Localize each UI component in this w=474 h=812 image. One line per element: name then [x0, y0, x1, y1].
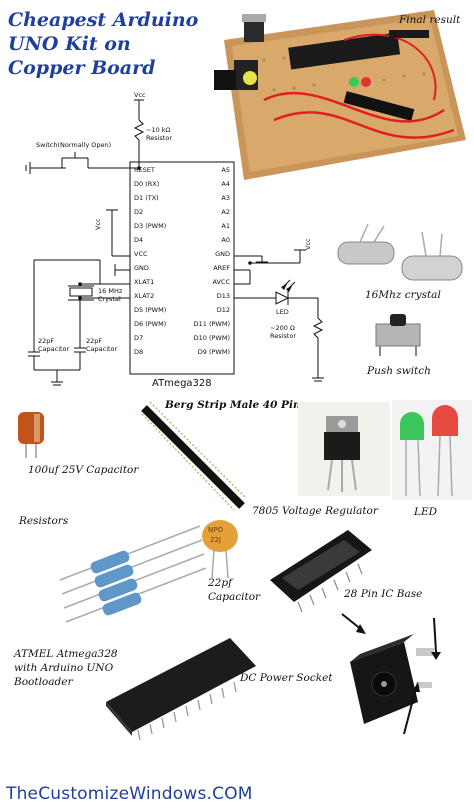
title-line-3: Copper Board: [8, 57, 156, 79]
npo-text: NPO: [208, 526, 223, 534]
chip-right-pin-label: D9 (PWM): [198, 348, 230, 356]
chip-left-pin-label: D8: [134, 348, 143, 356]
berg-strip-label: Berg Strip Male 40 Pin: [165, 399, 301, 411]
chip-left-pin-label: D5 (PWM): [134, 306, 166, 314]
schematic-diagram: Vcc ~10 kΩ Resistor Switch(Normally Open…: [25, 91, 324, 388]
chip-right-pin-label: D12: [217, 306, 230, 314]
cap1-label: Capacitor: [38, 345, 70, 353]
chip-right-pin-label: A2: [221, 208, 230, 216]
cap-22pf-label-2: Capacitor: [208, 591, 261, 603]
ic-base-label: 28 Pin IC Base: [344, 588, 423, 600]
chip-right-pin-label: A3: [221, 194, 230, 202]
chip-right-pin-label: AREF: [213, 264, 230, 272]
atmel-label-3: Bootloader: [14, 676, 73, 688]
chip-right-pin-label: A1: [221, 222, 230, 230]
chip-right-pin-label: D11 (PWM): [194, 320, 230, 328]
dc-socket-photo: [341, 613, 441, 735]
vcc-top-label: Vcc: [134, 91, 146, 99]
crystal-label: Crystal: [98, 295, 121, 303]
vcc-left-label: Vcc: [94, 218, 102, 230]
berg-strip-photo: [141, 401, 247, 511]
chip-right-pin-label: GND: [215, 250, 230, 258]
final-result-photo: [214, 10, 466, 180]
chip-right-pin-label: D10 (PWM): [194, 334, 230, 342]
led-photo: [392, 400, 472, 500]
resistor-10k-value: ~10 kΩ: [146, 126, 171, 134]
chip-left-pin-label: D4: [134, 236, 143, 244]
resistor-10k-label: Resistor: [146, 134, 172, 142]
regulator-label: 7805 Voltage Regulator: [252, 505, 378, 517]
ic-base-photo: [270, 530, 372, 612]
capacitor-100uf-label: 100uf 25V Capacitor: [28, 464, 139, 476]
led-schem-label: LED: [276, 308, 289, 316]
title-line-2: UNO Kit on: [8, 33, 131, 55]
resistors-label: Resistors: [19, 515, 69, 527]
crystal-photo: [337, 223, 463, 281]
chip-right-pin-label: A4: [221, 180, 230, 188]
regulator-photo: [298, 402, 390, 496]
chip-right-pin-label: A5: [221, 166, 230, 174]
crystal-label: 16Mhz crystal: [365, 289, 441, 301]
footer-site-name: TheCustomizeWindows.COM: [6, 784, 253, 804]
cap1-value: 22pF: [38, 337, 54, 345]
chip-left-pin-label: XLAT1: [134, 278, 154, 286]
atmel-label-1: ATMEL Atmega328: [14, 648, 118, 660]
cap2-value: 22pF: [86, 337, 102, 345]
final-result-label: Final result: [399, 14, 461, 26]
push-switch-label: Push switch: [367, 365, 431, 377]
crystal-value: 16 MHz: [98, 287, 123, 295]
chip-left-pin-label: D7: [134, 334, 143, 342]
chip-left-pin-label: XLAT2: [134, 292, 154, 300]
npo-value-text: 22J: [210, 536, 221, 544]
chip-right-pin-label: A0: [221, 236, 230, 244]
title-line-1: Cheapest Arduino: [8, 9, 199, 31]
chip-right-pin-label: D13: [217, 292, 230, 300]
cap-22pf-label: 22pf: [208, 577, 232, 589]
dc-socket-label: DC Power Socket: [240, 672, 333, 684]
chip-left-pin-label: VCC: [134, 250, 148, 258]
led-label: LED: [414, 506, 438, 518]
switch-label: Switch(Normally Open): [36, 141, 111, 149]
chip-left-pin-label: D0 (RX): [134, 180, 159, 188]
cap2-label: Capacitor: [86, 345, 118, 353]
chip-left-pin-label: GND: [134, 264, 149, 272]
capacitor-100uf-photo: [18, 412, 44, 458]
resistor-200-value: ~200 Ω: [270, 324, 295, 332]
chip-right-pin-label: AVCC: [212, 278, 230, 286]
atmel-label-2: with Arduino UNO: [14, 662, 114, 674]
chip-left-pin-label: D3 (PWM): [134, 222, 166, 230]
ceramic-capacitor-photo: NPO 22J: [202, 520, 238, 578]
resistor-200-label: Resistor: [270, 332, 296, 340]
chip-left-pin-label: D6 (PWM): [134, 320, 166, 328]
vcc-right-label: Vcc: [304, 238, 312, 250]
push-switch-photo: [375, 314, 421, 356]
resistors-photo: [59, 525, 207, 623]
chip-name: ATmega328: [152, 378, 212, 388]
chip-left-pin-label: D2: [134, 208, 143, 216]
atmega-chip-photo: [106, 638, 256, 741]
chip-left-pin-label: D1 (TX): [134, 194, 159, 202]
page-title: Cheapest Arduino UNO Kit on Copper Board: [8, 8, 208, 80]
chip-left-pin-label: RESET: [134, 166, 155, 174]
